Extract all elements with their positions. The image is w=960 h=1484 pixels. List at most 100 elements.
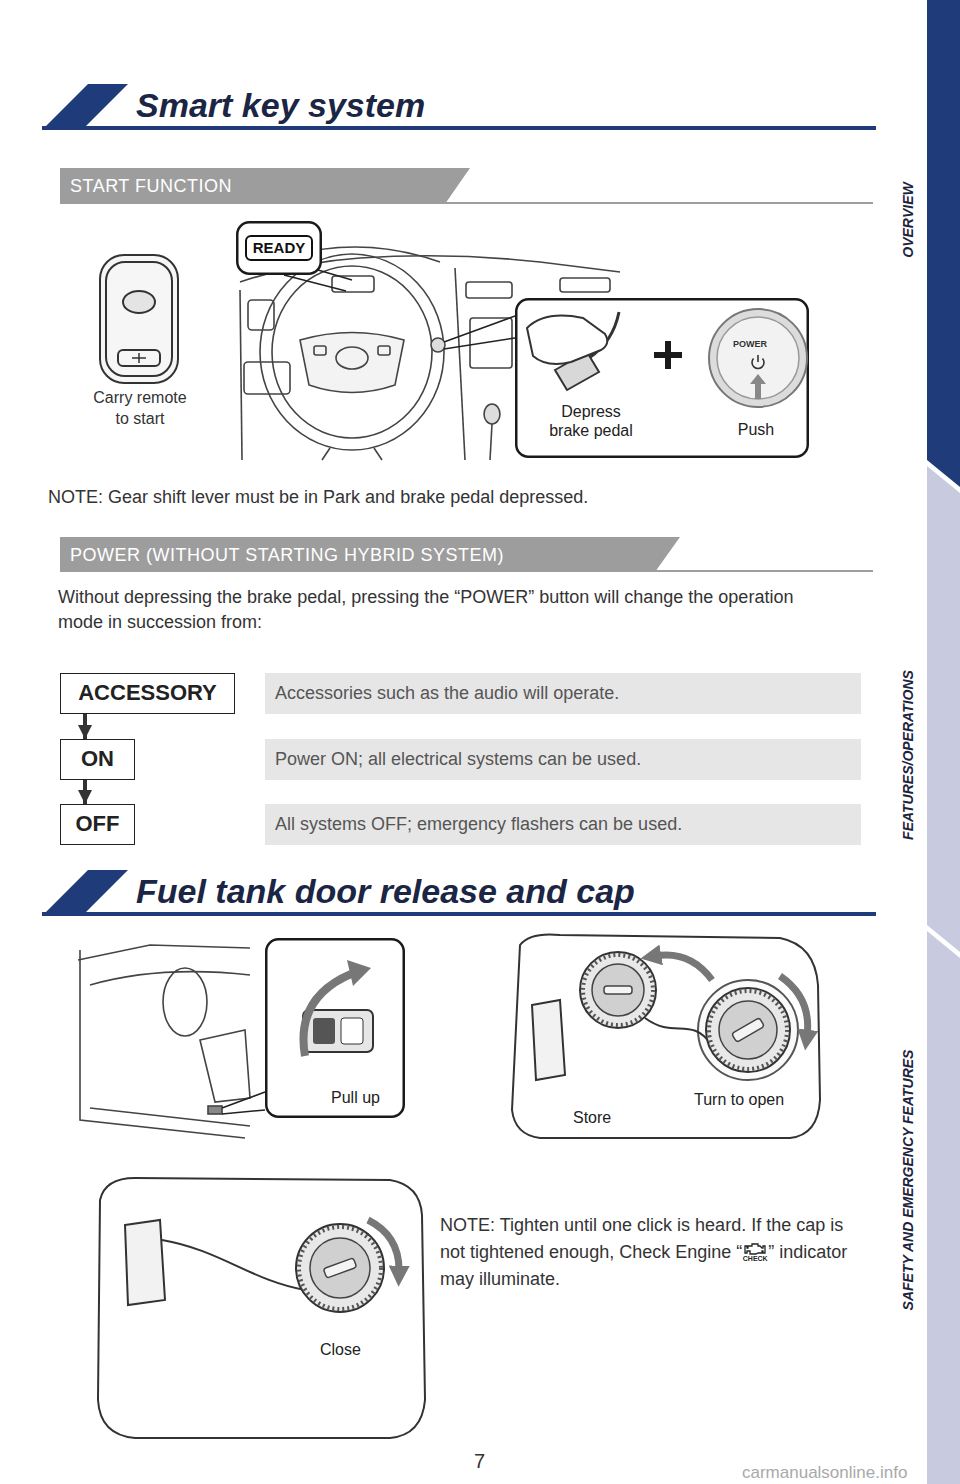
car-interior-drawing — [90, 1108, 250, 1126]
power-button-outline — [709, 309, 807, 407]
body-text: Without depressing the brake pedal, pres… — [58, 585, 838, 635]
fuel-door-drawing — [323, 1258, 356, 1278]
mode-name: OFF — [76, 811, 120, 837]
start-callout-outline — [527, 316, 607, 364]
description-text: All systems OFF; emergency flashers can … — [275, 814, 682, 836]
turn-arrow — [780, 976, 808, 1036]
start-callout: Depress brake pedalPushPOWER — [515, 298, 809, 458]
dashboard-drawing — [260, 254, 444, 450]
subsection-band-outline — [60, 202, 873, 204]
key-fob — [100, 255, 178, 383]
fuel-door-drawing — [580, 952, 656, 1028]
page-number: 7 — [474, 1448, 485, 1474]
fuel-door-drawing — [296, 1224, 384, 1312]
release-callout-outline — [313, 1018, 335, 1044]
section-heading: Smart key system — [42, 82, 876, 132]
dashboard-drawing — [314, 346, 326, 355]
section-tab: SAFETY AND EMERGENCY FEATURES — [899, 1050, 917, 1311]
release-callout-outline — [303, 1010, 373, 1052]
note-block: NOTE: Tighten until one click is heard. … — [440, 1212, 860, 1293]
indicator-callout-outline — [237, 222, 321, 274]
mode-name: ACCESSORY — [78, 680, 217, 706]
heading-text: Fuel tank door release and cap — [136, 872, 635, 910]
fuel-door-drawing — [706, 988, 790, 1072]
release-callout-outline — [347, 960, 371, 986]
section-heading-outline — [42, 870, 128, 916]
section-heading-outline — [42, 126, 876, 130]
indicator-label: CHECK — [742, 1255, 768, 1262]
fuel-door-drawing — [512, 934, 820, 1138]
fuel-door-drawing — [296, 1224, 384, 1312]
band-text: START FUNCTION — [70, 176, 232, 198]
fuel-door-drawing — [604, 986, 632, 994]
fuel-door-drawing — [592, 964, 644, 1016]
dashboard-drawing — [240, 290, 242, 460]
subsection-band-outline — [60, 570, 873, 572]
release-callout-outline — [341, 1018, 363, 1044]
fuel-door-drawing — [98, 1178, 425, 1438]
fuel-door-drawing — [706, 988, 790, 1072]
section-heading-outline — [42, 84, 128, 130]
fuel-door-drawing — [719, 1001, 777, 1059]
watermark: carmanualsonline.info — [742, 1462, 907, 1484]
power-button-outline — [717, 317, 799, 399]
callout-text: Push — [723, 420, 789, 439]
dashboard-drawing — [378, 346, 390, 355]
check-engine-icon — [745, 1244, 765, 1254]
power-button-outline — [757, 355, 759, 362]
fuel-door-drawing — [512, 934, 820, 1138]
description-text: Power ON; all electrical systems can be … — [275, 749, 641, 771]
turn-arrow — [368, 1220, 399, 1272]
side-tabs — [927, 931, 960, 1484]
leader-line — [284, 270, 515, 349]
car-interior-drawing — [200, 1030, 250, 1102]
subsection-band: POWER (WITHOUT STARTING HYBRID SYSTEM) — [60, 537, 873, 572]
section-heading: Fuel tank door release and cap — [42, 868, 876, 918]
fuel-door-drawing — [310, 1238, 370, 1298]
dashboard-drawing — [300, 333, 404, 393]
band-text: POWER (WITHOUT STARTING HYBRID SYSTEM) — [70, 545, 504, 567]
flow-arrow — [83, 780, 87, 804]
leader-line — [222, 1092, 265, 1114]
indicator-callout: READY — [236, 221, 322, 275]
flow-arrow — [83, 714, 87, 739]
dashboard-drawing — [244, 362, 290, 394]
fuel-door-drawing — [583, 955, 653, 1025]
fuel-door-drawing — [162, 1240, 305, 1290]
release-callout: Pull up — [265, 938, 405, 1118]
section-heading-outline — [42, 870, 876, 916]
subsection-band: START FUNCTION — [60, 168, 873, 204]
side-tabs — [927, 0, 960, 1484]
side-tabs — [927, 466, 960, 952]
car-interior-drawing — [208, 1106, 222, 1114]
dashboard-drawing — [484, 404, 500, 424]
key-fob — [123, 291, 155, 313]
check-engine-icon — [744, 1242, 766, 1255]
fuel-door-drawing — [299, 1227, 381, 1309]
key-fob — [118, 350, 160, 366]
indicator-callout-outline — [237, 222, 321, 274]
leader-line — [444, 316, 515, 349]
mode-box: ON — [60, 739, 135, 780]
fuel-door-drawing — [709, 991, 787, 1069]
dashboard-drawing — [336, 347, 368, 369]
dashboard-drawing — [455, 268, 465, 460]
mode-description: All systems OFF; emergency flashers can … — [265, 804, 861, 845]
car-interior-drawing — [78, 945, 250, 960]
part-label: Carry remote to start — [86, 388, 194, 430]
mode-description: Accessories such as the audio will opera… — [265, 673, 861, 714]
dashboard-drawing — [431, 338, 445, 352]
description-text: Accessories such as the audio will opera… — [275, 683, 619, 705]
section-heading-outline — [42, 912, 876, 916]
release-callout-outline — [266, 939, 404, 1117]
fuel-door-drawing — [580, 952, 656, 1028]
fuel-door-drawing — [645, 1018, 712, 1045]
key-fob — [132, 353, 146, 363]
section-tab: FEATURES/OPERATIONS — [899, 670, 917, 840]
release-callout-outline — [303, 974, 351, 1056]
turn-arrow — [655, 955, 712, 980]
note-text: NOTE: Gear shift lever must be in Park a… — [48, 486, 588, 509]
subsection-band-outline — [60, 537, 873, 572]
section-tab: OVERVIEW — [899, 182, 917, 257]
turn-arrow — [368, 1220, 399, 1272]
